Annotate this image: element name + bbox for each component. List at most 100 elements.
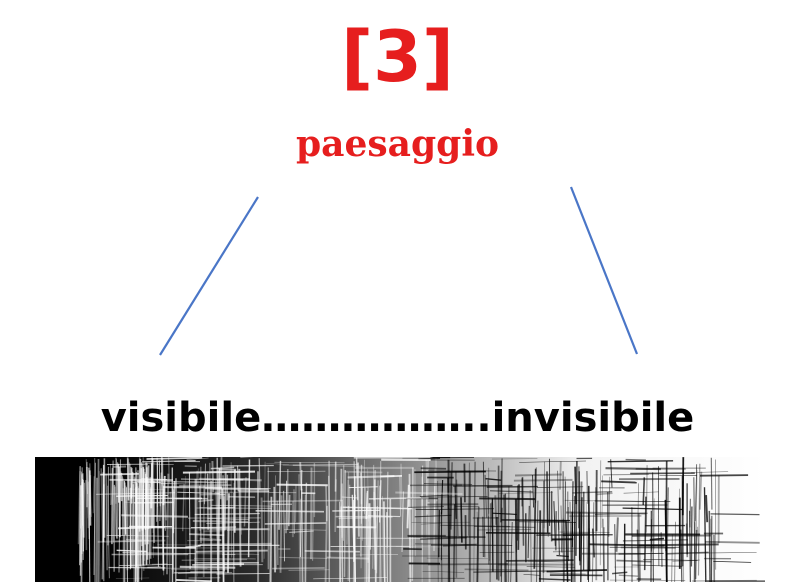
hatch-stroke [368, 496, 429, 500]
hatch-stroke [369, 508, 372, 550]
hatch-stroke [399, 475, 402, 517]
hatch-stroke [401, 491, 404, 553]
section-number: [3] [341, 16, 454, 98]
hatch-stroke [223, 471, 227, 531]
hatch-stroke [569, 501, 572, 582]
hatch-stroke [587, 512, 590, 580]
hatch-stroke [226, 528, 268, 531]
hatch-stroke [304, 550, 360, 553]
hatch-stroke [355, 554, 399, 556]
hatch-stroke [386, 512, 388, 582]
hatch-stroke [219, 457, 223, 500]
hatch-stroke [517, 484, 520, 550]
hatch-stroke [561, 518, 564, 553]
hatch-stroke [563, 481, 566, 582]
hatch-stroke [157, 527, 232, 530]
hatch-stroke [440, 524, 511, 527]
hatch-stroke [672, 559, 700, 562]
hatch-stroke [380, 475, 403, 478]
hatch-stroke [665, 551, 709, 555]
hatch-stroke [172, 489, 175, 574]
hatch-stroke [614, 524, 617, 582]
hatch-stroke [607, 460, 674, 463]
hatch-stroke [282, 464, 364, 468]
hatch-stroke [540, 520, 567, 523]
hatch-stroke [500, 470, 503, 523]
hatch-stroke [427, 501, 431, 582]
hatch-stroke [660, 532, 663, 567]
hatch-stroke [622, 539, 688, 542]
hatch-stroke [98, 471, 101, 582]
hatch-stroke [632, 564, 683, 567]
hatch-stroke [610, 459, 613, 488]
hatch-stroke [486, 485, 538, 488]
hatch-stroke [455, 471, 458, 578]
hatch-stroke [420, 467, 447, 470]
hatch-stroke [527, 560, 565, 563]
hatch-stroke [473, 488, 475, 582]
hatch-stroke [419, 494, 449, 498]
hatch-stroke [179, 565, 236, 569]
hatch-stroke [414, 514, 452, 518]
hatch-stroke [100, 472, 139, 476]
hatch-stroke [579, 481, 583, 566]
hatch-stroke [310, 467, 313, 560]
hatch-stroke [216, 572, 270, 575]
hatch-stroke [564, 499, 646, 503]
hatch-stroke [608, 476, 611, 537]
spectrum-label: visibile……………..invisibile [0, 390, 795, 446]
hatch-stroke [688, 510, 692, 582]
hatch-stroke [553, 501, 556, 546]
hatch-stroke [622, 507, 684, 511]
hatch-stroke [150, 458, 154, 494]
label-dots: …………….. [261, 395, 492, 441]
hatch-stroke [279, 495, 283, 573]
hatch-stroke [599, 460, 602, 566]
hatch-stroke [132, 480, 208, 483]
hatch-stroke [414, 509, 417, 537]
hatch-stroke [342, 506, 412, 510]
hatch-stroke [86, 461, 90, 529]
hatch-stroke [195, 549, 268, 553]
hatch-stroke [92, 476, 95, 514]
hatch-stroke [289, 530, 314, 533]
hatch-stroke [535, 467, 537, 504]
hatch-stroke [95, 477, 98, 582]
hatch-stroke [326, 556, 370, 560]
hatch-stroke [435, 457, 438, 502]
hatch-stroke [267, 470, 326, 472]
hatch-stroke [529, 490, 532, 582]
hatch-stroke [585, 502, 588, 576]
hatch-stroke [121, 514, 188, 518]
hatch-stroke [207, 518, 249, 520]
hatch-stroke [338, 517, 372, 519]
hatch-stroke [181, 558, 248, 561]
hatch-stroke [473, 525, 536, 528]
hatch-stroke [325, 485, 328, 522]
hatch-stroke [141, 478, 168, 480]
hatch-stroke [212, 488, 271, 490]
hatch-stroke [574, 522, 576, 582]
hatch-stroke [477, 506, 480, 582]
hatch-stroke [381, 496, 385, 579]
hatch-stroke [147, 483, 150, 529]
hatch-stroke [498, 492, 554, 494]
hatch-stroke [697, 526, 700, 553]
hatch-stroke [156, 457, 159, 567]
hatch-stroke [160, 481, 228, 484]
hatch-stroke [546, 569, 608, 573]
hatch-stroke [123, 480, 127, 535]
hatch-stroke [211, 504, 273, 507]
hatch-stroke [705, 540, 760, 544]
hatch-stroke [190, 526, 237, 529]
hatch-stroke [372, 464, 375, 569]
hatch-stroke [565, 521, 569, 582]
hatch-stroke [705, 495, 709, 523]
hatch-stroke [276, 483, 328, 487]
hatch-stroke [503, 494, 507, 582]
hatch-stroke [264, 522, 327, 525]
hatch-stroke [172, 480, 176, 534]
hatch-stroke [411, 521, 470, 523]
hatch-stroke [183, 553, 259, 555]
section-title: paesaggio [295, 123, 500, 165]
